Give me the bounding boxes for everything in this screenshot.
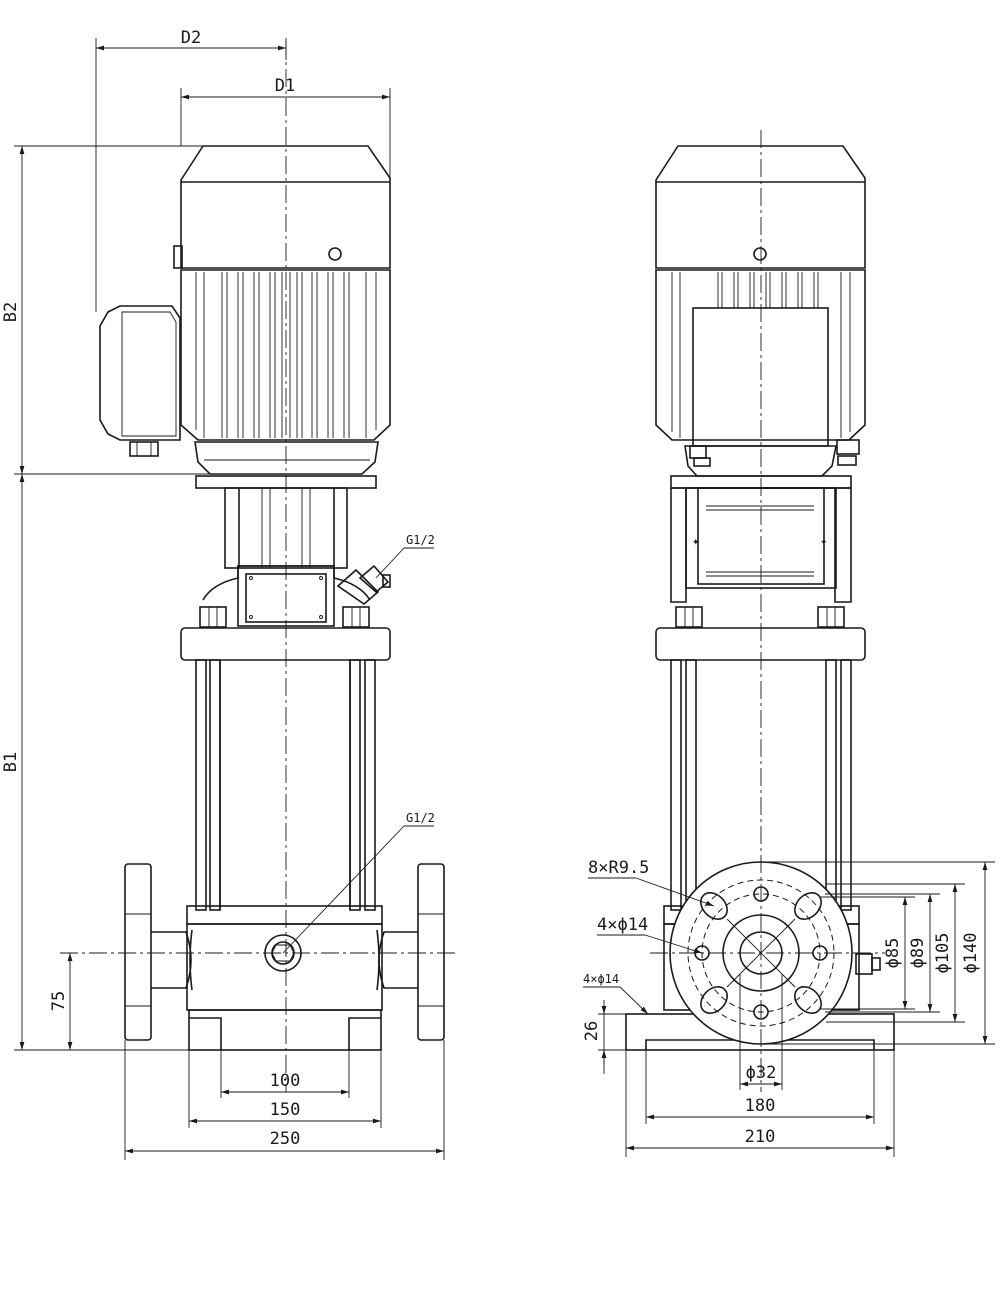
front-terminal-box — [99, 305, 181, 441]
front-vent-plug — [336, 564, 391, 606]
front-inlet-pipe — [151, 931, 192, 989]
dim-phi105-label: ϕ105 — [933, 933, 953, 974]
side-upper-flange — [655, 627, 866, 661]
front-motor-body — [180, 269, 391, 441]
dim-b2-label: B2 — [1, 302, 21, 322]
front-upper-flange — [180, 627, 391, 661]
dim-180-label: 180 — [745, 1096, 776, 1116]
front-base-plate — [188, 1009, 382, 1051]
front-cable-gland — [129, 441, 159, 457]
dim-d2-label: D2 — [181, 28, 201, 48]
callout-8xr95: 8×R9.5 — [588, 858, 649, 878]
side-cable-gland-left — [693, 457, 711, 467]
dim-100-label: 100 — [270, 1071, 301, 1091]
svg-text:✦: ✦ — [692, 538, 700, 548]
front-motor-lifting-hole — [328, 247, 342, 261]
dim-26-label: 26 — [582, 1021, 602, 1041]
side-cable-gland-right — [837, 455, 857, 466]
side-motor-lifting-hole — [753, 247, 767, 261]
side-motor-cap — [655, 145, 866, 269]
front-inlet-flange — [124, 863, 152, 1041]
dim-phi140-label: ϕ140 — [961, 933, 981, 974]
front-outlet-flange — [417, 863, 445, 1041]
dim-phi89-label: ϕ89 — [908, 938, 928, 969]
side-terminal-box — [692, 307, 829, 447]
dim-210-label: 210 — [745, 1127, 776, 1147]
front-tie-rods — [195, 659, 376, 911]
side-motor-fins — [671, 272, 851, 438]
dim-250-label: 250 — [270, 1129, 301, 1149]
side-view: ✦ ✦ — [625, 130, 895, 1092]
dim-d1-label: D1 — [275, 76, 295, 96]
side-motor-body — [655, 269, 866, 441]
callout-base-holes: 4×ϕ14 — [583, 972, 619, 986]
side-dimensions: ϕ85 ϕ89 ϕ105 ϕ140 8×R9.5 4×ϕ14 4×ϕ14 26 … — [582, 858, 995, 1157]
callout-4xphi14: 4×ϕ14 — [597, 915, 648, 935]
front-motor-cap — [180, 145, 391, 269]
dim-phi32-label: ϕ32 — [746, 1063, 777, 1083]
dim-75-label: 75 — [49, 991, 69, 1011]
front-head-nuts — [199, 606, 370, 628]
front-base-housing — [186, 923, 383, 1011]
front-motor-flange — [194, 441, 379, 475]
side-head-nuts — [675, 606, 845, 628]
dim-phi85-label: ϕ85 — [883, 938, 903, 969]
front-view — [60, 40, 455, 1092]
front-pump-head — [202, 565, 371, 601]
svg-text:✦: ✦ — [820, 538, 828, 548]
front-dimensions: D2 D1 B2 B1 75 100 150 250 G1/2 — [1, 28, 445, 1160]
front-outlet-pipe — [378, 931, 418, 989]
dim-150-label: 150 — [270, 1100, 301, 1120]
side-motor-flange — [684, 445, 837, 477]
callout-g12-top: G1/2 — [406, 533, 435, 547]
front-lower-ring — [186, 905, 383, 925]
front-motor-fins — [195, 272, 377, 438]
dim-b1-label: B1 — [1, 752, 21, 772]
flange-slot-holes — [700, 892, 822, 1014]
callout-g12-bottom: G1/2 — [406, 811, 435, 825]
